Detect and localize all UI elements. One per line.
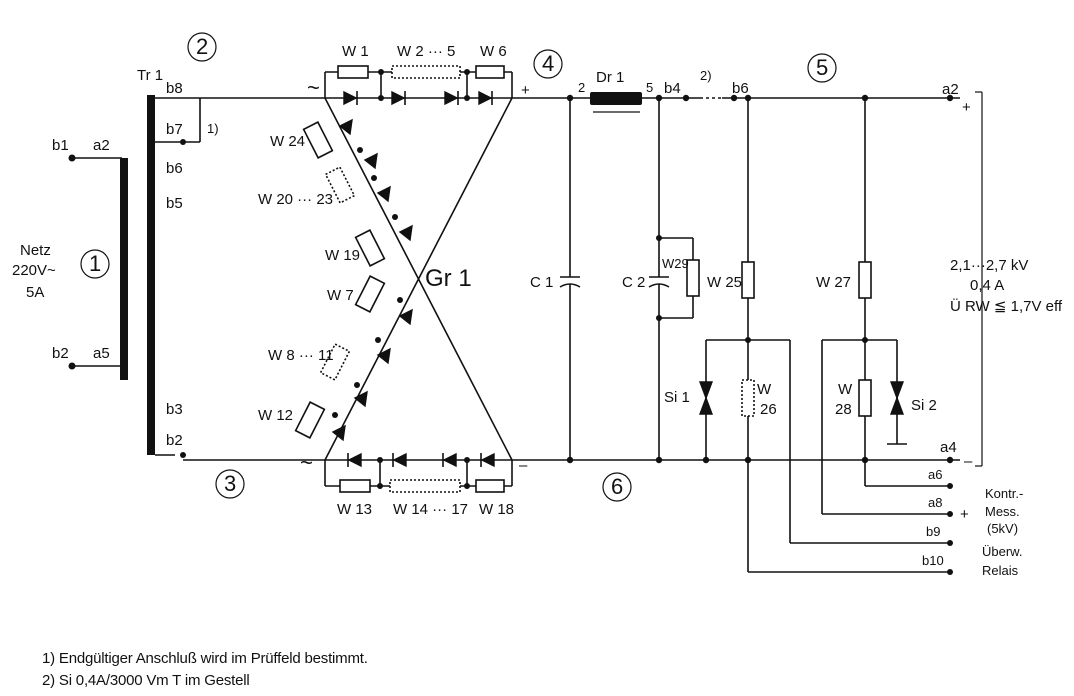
choke-pin-out: 5 xyxy=(646,80,653,95)
resistor-w24: W 24 xyxy=(270,133,305,150)
resistor-w7: W 7 xyxy=(327,287,354,304)
footnote-1: 1) Endgültiger Anschluß wird im Prüffeld… xyxy=(42,650,368,667)
terminal-b2-primary: b2 xyxy=(52,345,69,362)
bridge-label: Gr 1 xyxy=(425,265,472,292)
marker-3: 3 xyxy=(224,471,236,496)
terminal-b9: b9 xyxy=(926,524,940,539)
bridge-minus: – xyxy=(519,457,528,474)
resistor-w1: W 1 xyxy=(342,43,369,60)
terminal-b2-secondary: b2 xyxy=(166,432,183,449)
measure-plus: + xyxy=(960,506,969,523)
resistor-w18: W 18 xyxy=(479,501,514,518)
resistor-w25: W 25 xyxy=(707,274,742,291)
ac-node-top: ~ xyxy=(307,75,320,100)
resistor-w2-5: W 2 ··· 5 xyxy=(397,43,455,60)
choke-pin-in: 2 xyxy=(578,80,585,95)
uberw-relais-1: Überw. xyxy=(982,544,1022,559)
terminal-a6: a6 xyxy=(928,467,942,482)
kontr-mess-2: Mess. xyxy=(985,504,1020,519)
terminal-b7: b7 xyxy=(166,121,183,138)
tap-footnote-marker: 1) xyxy=(207,121,219,136)
resistor-w19: W 19 xyxy=(325,247,360,264)
resistor-w27: W 27 xyxy=(816,274,851,291)
spark-gap-si1: Si 1 xyxy=(664,389,690,406)
kontr-mess-1: Kontr.- xyxy=(985,486,1023,501)
choke-dr1 xyxy=(590,92,642,105)
marker-5: 5 xyxy=(816,55,828,80)
terminal-b4: b4 xyxy=(664,80,681,97)
mains-text-1: Netz xyxy=(20,242,51,259)
resistor-w12: W 12 xyxy=(258,407,293,424)
marker-1: 1 xyxy=(89,251,101,276)
marker-6: 6 xyxy=(611,474,623,499)
section-markers: 1 2 3 4 5 6 xyxy=(80,32,837,502)
transformer-label: Tr 1 xyxy=(137,67,163,84)
mains-label: Netz 220V~ 5A xyxy=(12,242,56,301)
transformer-tr1: Tr 1 b1 b2 a2 a5 b8 b7 b6 b5 b3 b2 1) xyxy=(52,67,219,458)
terminal-a2-primary: a2 xyxy=(93,137,110,154)
terminal-b5: b5 xyxy=(166,195,183,212)
mains-text-3: 5A xyxy=(26,284,44,301)
resistor-w8-11: W 8 ··· 11 xyxy=(268,347,334,364)
output-plus: + xyxy=(962,99,971,116)
capacitor-c1: C 1 xyxy=(530,274,553,291)
spark-gap-si2: Si 2 xyxy=(911,397,937,414)
transformer-primary-core xyxy=(120,158,128,380)
uberw-relais-2: Relais xyxy=(982,563,1019,578)
marker-4: 4 xyxy=(542,51,554,76)
bridge-arm-lower: W 7 W 8 ··· 11 W 12 xyxy=(258,275,413,442)
rating-current: 0,4 A xyxy=(970,277,1004,294)
bridge-plus: + xyxy=(521,82,530,99)
capacitor-c2: C 2 xyxy=(622,274,645,291)
terminal-b1: b1 xyxy=(52,137,69,154)
terminal-b6-out: b6 xyxy=(732,80,749,97)
terminal-a4: a4 xyxy=(940,439,957,456)
terminal-b10: b10 xyxy=(922,553,944,568)
mains-text-2: 220V~ xyxy=(12,262,56,279)
output-terminals: a2 + a4 – a6 a8 b9 b10 + Kontr.- Mess. (… xyxy=(748,81,1063,578)
filter-section: Dr 1 2 5 b4 b6 2) C 1 xyxy=(512,68,960,572)
output-minus: – xyxy=(964,453,973,470)
terminal-a8: a8 xyxy=(928,495,942,510)
bridge-arm-upper: W 24 W 20 ··· 23 W 19 xyxy=(258,118,413,267)
terminal-a2: a2 xyxy=(942,81,959,98)
ac-node-bottom: ~ xyxy=(300,450,313,475)
fuse-footnote-marker: 2) xyxy=(700,68,712,83)
resistor-w20-23: W 20 ··· 23 xyxy=(258,191,333,208)
terminal-b3: b3 xyxy=(166,401,183,418)
resistor-w26-b: 26 xyxy=(760,401,777,418)
terminal-a5: a5 xyxy=(93,345,110,362)
resistor-w13: W 13 xyxy=(337,501,372,518)
resistor-w14-17: W 14 ··· 17 xyxy=(393,501,468,518)
terminal-b6: b6 xyxy=(166,160,183,177)
terminal-b8: b8 xyxy=(166,80,183,97)
resistor-w29: W29 xyxy=(662,256,689,271)
bridge-gr1: ~ ~ W 1 W 2 ··· 5 W 6 + xyxy=(183,43,530,518)
rating-voltage: 2,1···2,7 kV xyxy=(950,257,1028,274)
resistor-w28-a: W xyxy=(838,381,853,398)
resistor-w28-b: 28 xyxy=(835,401,852,418)
transformer-secondary-core xyxy=(147,95,155,455)
footnote-2: 2) Si 0,4A/3000 Vm T im Gestell xyxy=(42,672,250,689)
marker-2: 2 xyxy=(196,34,208,59)
kontr-mess-3: (5kV) xyxy=(987,521,1018,536)
resistor-w26-a: W xyxy=(757,381,772,398)
choke-label: Dr 1 xyxy=(596,69,624,86)
rating-ripple: Ü RW ≦ 1,7V eff xyxy=(950,297,1063,315)
resistor-w6: W 6 xyxy=(480,43,507,60)
